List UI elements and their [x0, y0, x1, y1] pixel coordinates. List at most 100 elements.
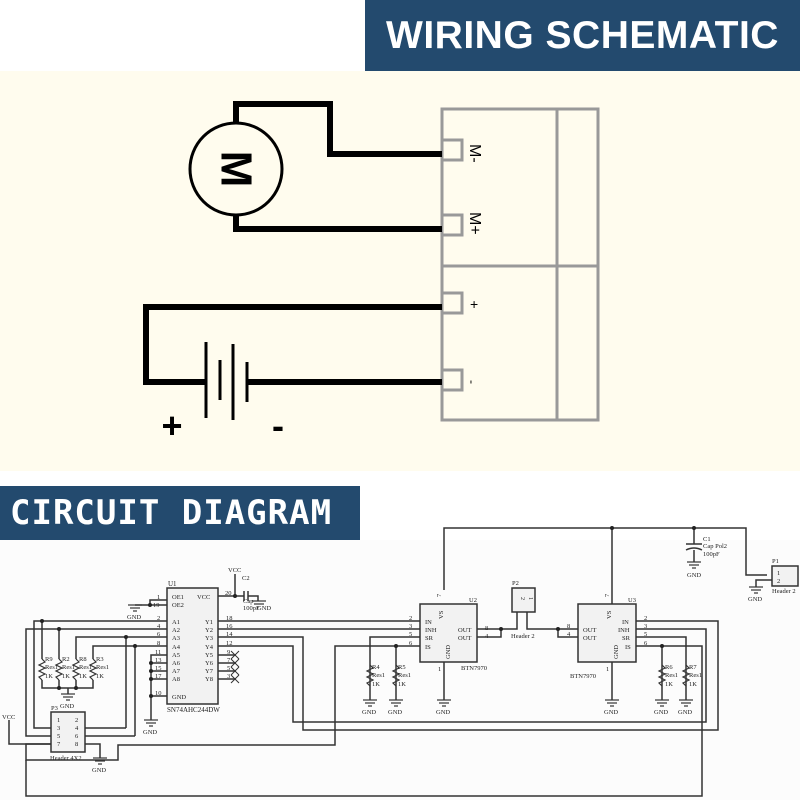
- u3-pin-num: 2: [644, 615, 647, 622]
- u2-pin-num: 8: [485, 625, 488, 632]
- p2-ref: P2: [512, 580, 519, 587]
- terminal-minus: [440, 368, 464, 392]
- u1-pin-num: 3: [227, 673, 230, 680]
- battery-wires: [143, 304, 442, 385]
- resistor-ref: R5: [398, 664, 406, 671]
- p3-pin: 7: [57, 741, 61, 748]
- gnd-label: GND: [678, 709, 692, 716]
- p3-pin: 1: [57, 717, 60, 724]
- terminal-m-plus: [440, 213, 464, 237]
- p3-pin: 6: [75, 733, 79, 740]
- gnd-label: GND: [748, 596, 762, 603]
- u1-pin-name: Y2: [205, 627, 213, 634]
- u3-pin-name: OUT: [583, 635, 596, 642]
- gnd-symbol: [61, 693, 75, 701]
- gnd-label: GND: [127, 614, 141, 621]
- u1-pin-num: 18: [226, 615, 233, 622]
- u1-pin-name: A1: [172, 619, 180, 626]
- u1-pin-num: 17: [155, 673, 162, 680]
- gnd-symbol: [128, 604, 142, 612]
- gnd-label: GND: [257, 605, 271, 612]
- u2-pin-name: IS: [425, 644, 431, 651]
- resistor-ref: R4: [372, 664, 380, 671]
- u2-resistor-labels: R4 Res1 1K R5 Res1 1K: [372, 664, 411, 688]
- u3-ref: U3: [628, 597, 636, 604]
- junction-dots: [40, 526, 696, 698]
- gnd-label: GND: [388, 709, 402, 716]
- u2-pin-name: SR: [425, 635, 434, 642]
- motor-label: M: [212, 151, 261, 188]
- terminal-label-m-plus: M+: [466, 212, 483, 235]
- u2-vs: VS: [438, 610, 445, 619]
- u1-ref: U1: [168, 580, 177, 588]
- u1-pin-num: 16: [226, 623, 233, 630]
- resistor-value: 1K: [689, 681, 697, 688]
- p3-pin: 3: [57, 725, 60, 732]
- u1-pin-name: Y8: [205, 676, 213, 683]
- circuit-diagram-panel: U1 SN74AHC244DW 1 OE1 19 OE2 2 A1 4 A2 6…: [0, 526, 800, 800]
- gnd-label: GND: [436, 709, 450, 716]
- p2-pin: 2: [519, 597, 525, 600]
- u3-pin-num: 8: [567, 623, 570, 630]
- u1-pin-name: A6: [172, 660, 181, 667]
- u1-pin-num: 9: [227, 649, 230, 656]
- u1-pin-name: A7: [172, 668, 181, 675]
- resistor-value: 1K: [62, 673, 70, 680]
- gnd-symbol: [655, 699, 669, 707]
- terminal-label-plus: +: [470, 296, 478, 312]
- u2-pins: 2 IN 3 INH 5 SR 6 IS 8 OUT 4 OUT VS 7 GN…: [409, 593, 489, 673]
- c2-value: 100pF: [243, 605, 260, 612]
- vcc-label: VCC: [228, 567, 241, 574]
- u2-gnd: GND: [445, 645, 452, 659]
- u1-pin-name: Y3: [205, 635, 213, 642]
- p2-part: Header 2: [511, 633, 535, 640]
- p3-pin: 2: [75, 717, 78, 724]
- resistor-value: 1K: [665, 681, 673, 688]
- u3-pin-name: SR: [622, 635, 631, 642]
- u3-gnd: GND: [613, 645, 620, 659]
- u2-pin-num: 4: [485, 633, 489, 640]
- u3-pin-num: 3: [644, 623, 647, 630]
- u1-pin-name: OE1: [172, 594, 184, 601]
- u1-pin-name: Y5: [205, 652, 213, 659]
- battery-plus-label: +: [161, 405, 182, 446]
- u1-body: [166, 587, 219, 705]
- u2-pin-num: 6: [409, 640, 413, 647]
- u2-ref: U2: [469, 597, 477, 604]
- gnd-symbol: [605, 699, 619, 707]
- u3-pins: 2 IN 3 INH 5 SR 6 IS 8 OUT 4 OUT VS 7 GN…: [567, 593, 648, 673]
- resistor-symbols: [37, 658, 691, 687]
- p1-pin: 2: [777, 578, 780, 585]
- no-connect-marks: [230, 650, 240, 684]
- gnd-label: GND: [60, 703, 74, 710]
- gnd-symbol: [389, 699, 403, 707]
- left-resistor-labels: R9 Res1 1K R2 Res1 1K R8 Res1 1K R3 Res1…: [45, 656, 109, 680]
- resistor-ref: R6: [665, 664, 673, 671]
- resistor-ref: R8: [79, 656, 87, 663]
- u1-part: SN74AHC244DW: [167, 706, 220, 714]
- circuit-title-text: CIRCUIT DIAGRAM: [10, 493, 333, 533]
- c1-ref: C1: [703, 536, 711, 543]
- u1-pin-name: Y4: [205, 644, 214, 651]
- p3-part: Header 4X2: [50, 755, 82, 762]
- p3-pins: 1 2 3 4 5 6 7 8: [57, 717, 79, 748]
- p1-body: [771, 565, 799, 587]
- u1-pin-name: A2: [172, 627, 180, 634]
- u1-pin-num: 6: [157, 631, 161, 638]
- motor-symbol: M: [188, 121, 284, 217]
- ground-symbols: [61, 561, 763, 765]
- wiring-title-text: WIRING SCHEMATIC: [386, 13, 779, 57]
- resistor-value: 1K: [96, 673, 104, 680]
- u3-pin-name: IS: [625, 644, 631, 651]
- u1-pin-name: VCC: [197, 594, 210, 601]
- u2-pin-num: 5: [409, 631, 412, 638]
- u1-pin-num: 20: [225, 590, 232, 597]
- u3-pin-name: INH: [618, 627, 630, 634]
- u1-pin-num: 2: [157, 615, 160, 622]
- resistor-value: 1K: [398, 681, 406, 688]
- u2-pin-name: OUT: [458, 635, 471, 642]
- circuit-diagram-title: CIRCUIT DIAGRAM: [0, 486, 360, 540]
- p3-pin: 5: [57, 733, 60, 740]
- c2-type: Cap: [243, 598, 253, 605]
- u1-pin-num: 19: [153, 602, 160, 609]
